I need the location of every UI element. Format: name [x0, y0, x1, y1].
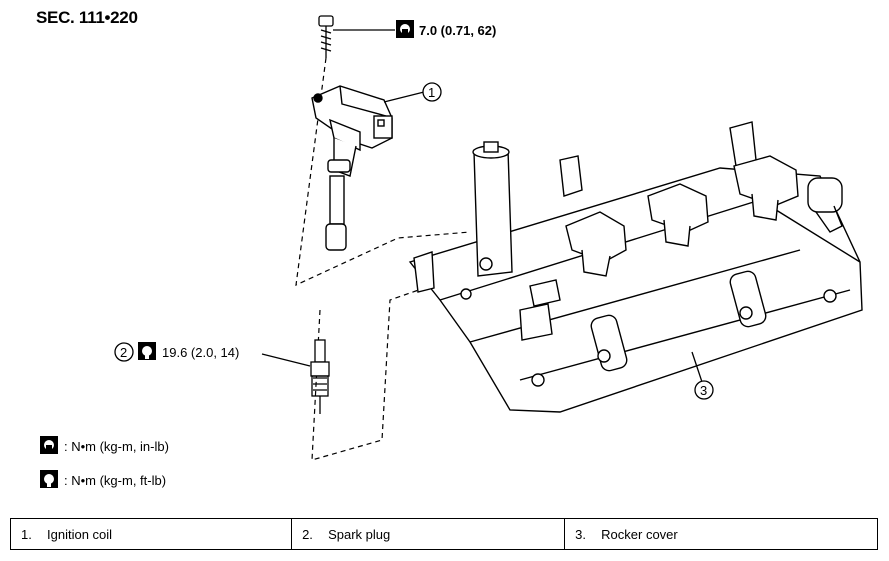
coil-bolt-torque: 7.0 (0.71, 62) — [419, 23, 496, 38]
torque-wrench-inlb-icon — [40, 436, 58, 454]
part-cell-3: 3. Rocker cover — [564, 518, 878, 550]
torque-wrench-ftlb-icon — [138, 342, 156, 360]
spark-plug-torque: 19.6 (2.0, 14) — [162, 345, 239, 360]
parts-row: 1. Ignition coil 2. Spark plug 3. Rocker co… — [9, 518, 878, 550]
part-number: 3. — [575, 526, 586, 542]
svg-text:2: 2 — [120, 345, 127, 360]
ignition-coil-illustration — [311, 85, 393, 251]
part-number: 1. — [21, 526, 32, 542]
rocker-cover-illustration — [408, 121, 863, 413]
legend-inlb-text: : N•m (kg-m, in-lb) — [64, 439, 169, 454]
callout-1: 1 — [422, 82, 442, 102]
part-number: 2. — [302, 526, 313, 542]
svg-text:1: 1 — [428, 85, 435, 100]
coil-bolt-illustration — [318, 15, 334, 58]
callout-2-leader — [261, 353, 311, 367]
callout-3-leader — [691, 351, 703, 383]
callout-2: 2 — [114, 342, 134, 362]
part-cell-1: 1. Ignition coil — [9, 518, 293, 550]
assembly-guide-line-1 — [295, 57, 471, 287]
spark-plug-illustration — [310, 339, 330, 414]
parts-legend-table: 1. Ignition coil 2. Spark plug 3. Rocker co… — [9, 518, 878, 550]
part-name: Spark plug — [328, 526, 391, 542]
part-cell-2: 2. Spark plug — [291, 518, 566, 550]
torque-wrench-ftlb-icon — [40, 470, 58, 488]
callout-1-leader — [383, 91, 425, 103]
assembly-guide-line-2 — [311, 271, 471, 461]
section-reference: SEC. 111•220 — [36, 8, 138, 27]
callout-3: 3 — [694, 380, 714, 400]
part-name: Ignition coil — [47, 526, 113, 542]
units-legend: : N•m (kg-m, in-lb) : N•m (kg-m, ft-lb) — [40, 436, 169, 488]
torque-wrench-inlb-icon — [396, 20, 414, 38]
legend-ftlb-text: : N•m (kg-m, ft-lb) — [64, 473, 166, 488]
ignition-diagram: 7.0 (0.71, 62) 1 2 19.6 (2.0, 14) — [40, 15, 863, 488]
part-name: Rocker cover — [601, 526, 678, 542]
svg-text:3: 3 — [700, 383, 707, 398]
